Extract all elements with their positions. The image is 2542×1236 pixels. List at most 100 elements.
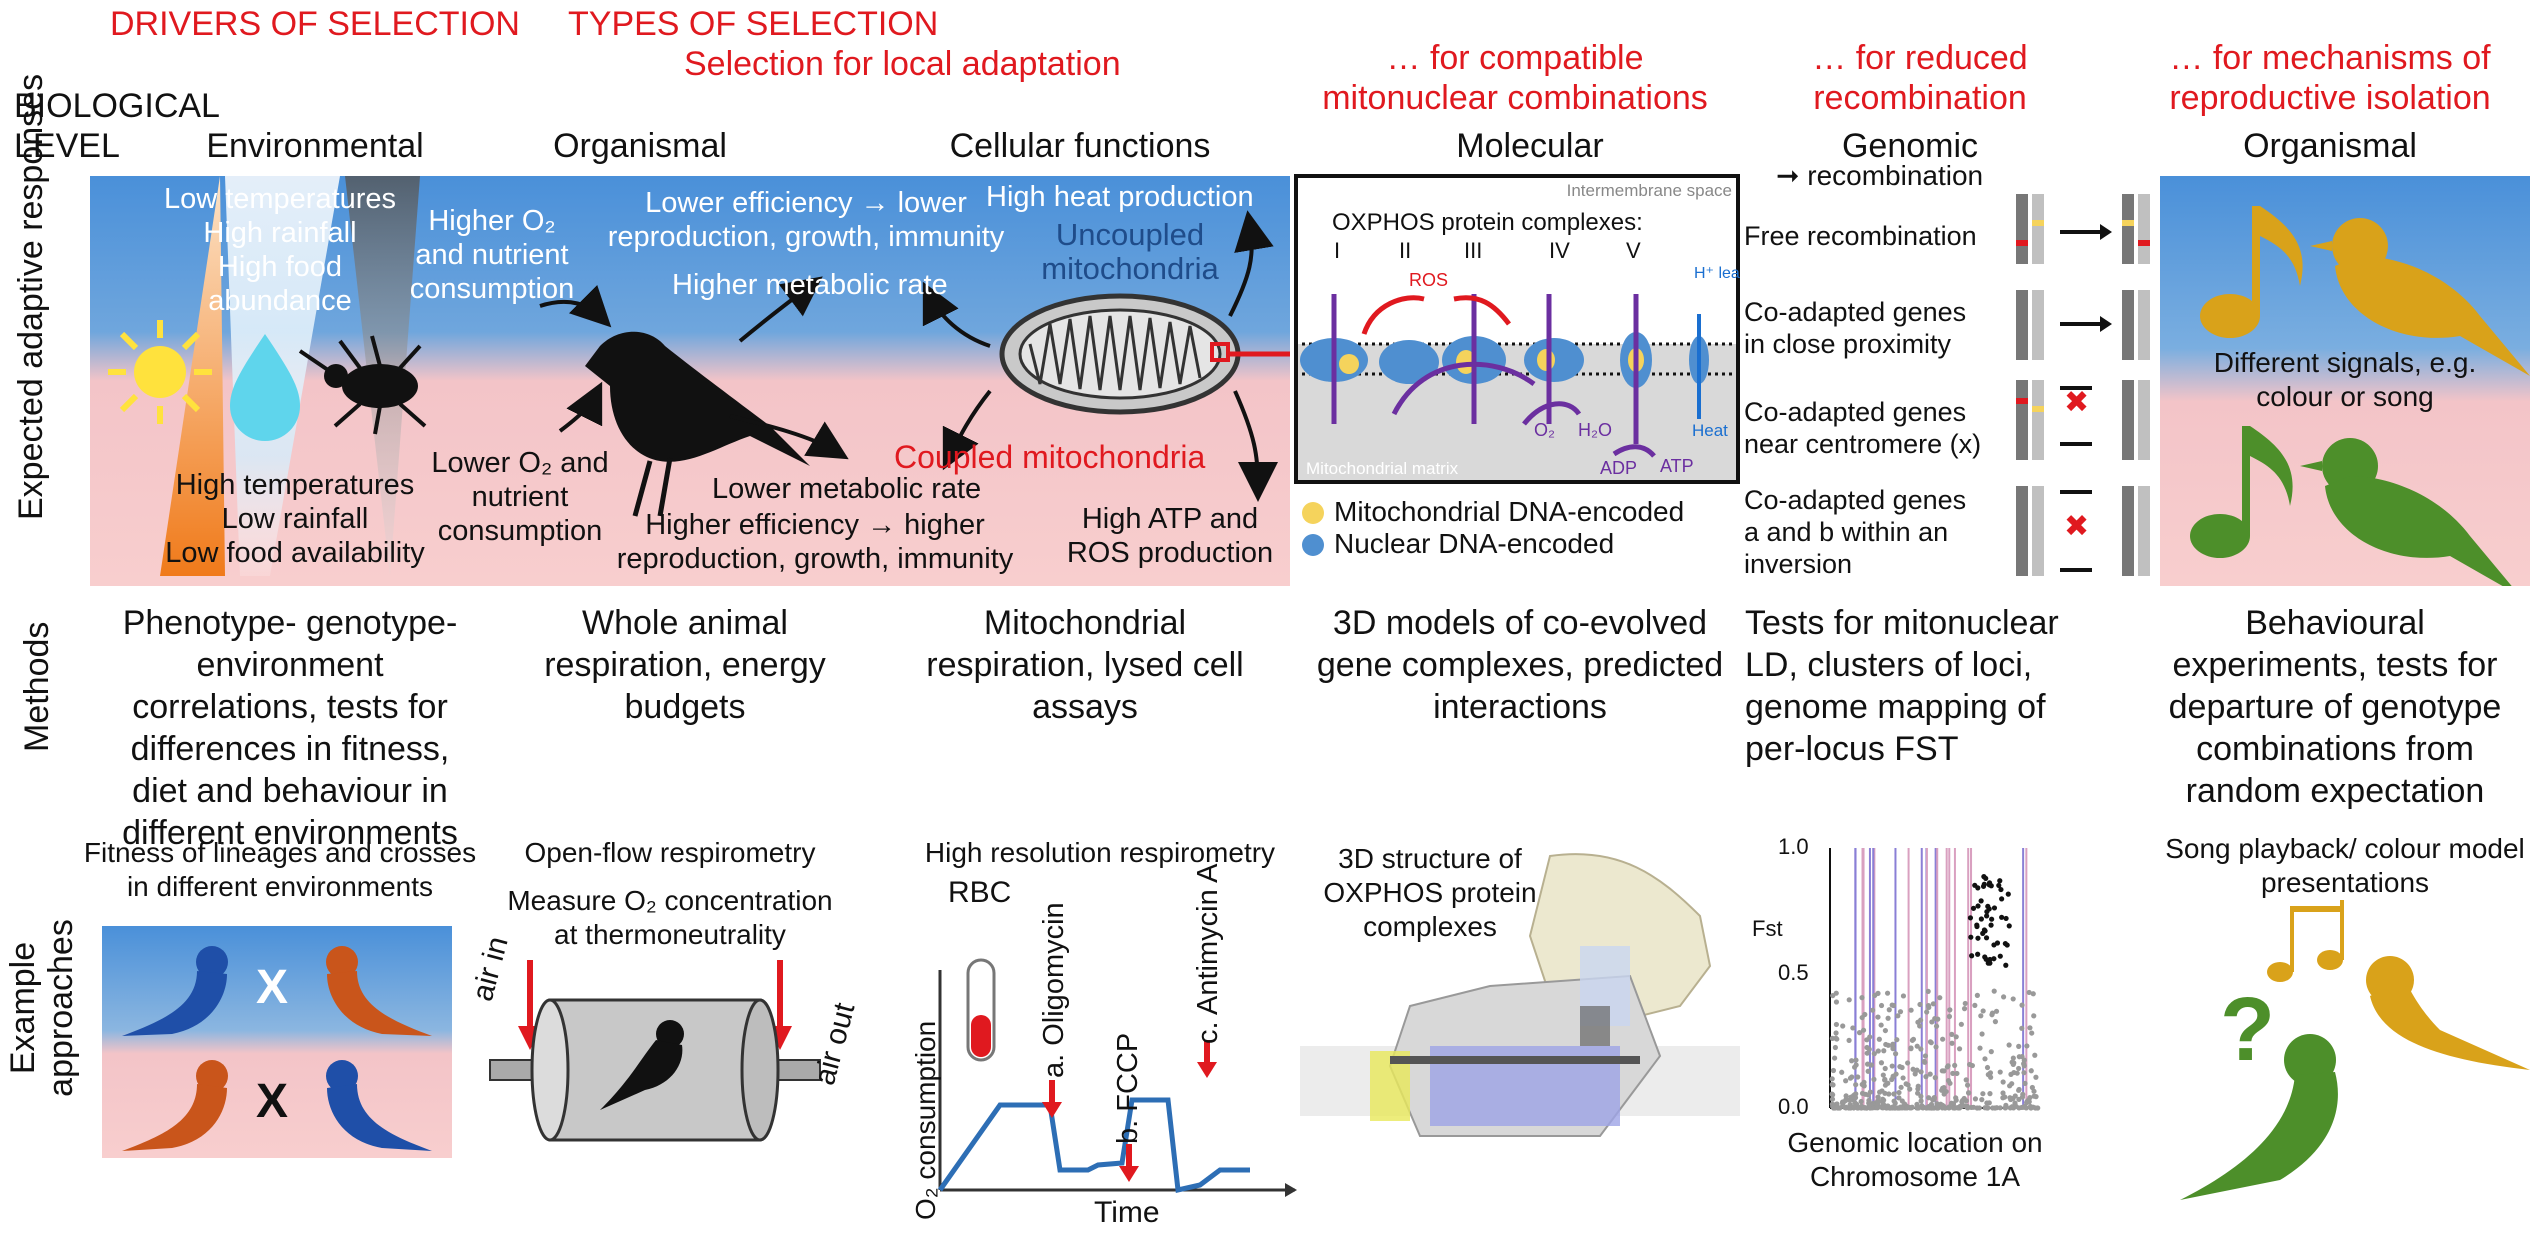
isolation-panel — [2160, 176, 2530, 586]
fst-plot — [1829, 848, 2041, 1111]
fst-point — [2022, 1103, 2028, 1109]
fst-point — [1918, 1098, 1924, 1104]
fst-point — [2005, 891, 2011, 897]
orange-bird-icon — [122, 1060, 228, 1151]
fst-point — [1861, 1105, 1868, 1111]
fst-point — [1885, 1015, 1891, 1021]
fst-point — [2010, 1055, 2016, 1061]
level-genomic: Genomic — [1841, 127, 1979, 165]
cell-higher-rate: Higher metabolic rate — [672, 269, 948, 301]
fst-point — [1900, 1075, 1906, 1081]
fst-point — [1878, 1002, 1885, 1009]
membrane — [1302, 342, 1734, 376]
fst-point — [1833, 999, 1840, 1005]
fst-point — [1889, 1002, 1895, 1008]
fst-point — [1829, 1076, 1835, 1082]
fst-point — [1856, 1030, 1863, 1036]
fst-point — [1847, 1075, 1854, 1081]
fst-point — [1989, 1012, 1995, 1018]
chromosome-inversion: ✖ — [2016, 486, 2150, 576]
fst-point — [1860, 1027, 1867, 1033]
fst-point — [1882, 1027, 1888, 1034]
fst-point — [1932, 1075, 1938, 1081]
cell-lower-rate: Lower metabolic rate — [712, 473, 982, 505]
fst-point — [1832, 1105, 1838, 1111]
fst-point — [1832, 1044, 1838, 1051]
fst-point — [1909, 1037, 1915, 1043]
fst-point — [1886, 1091, 1892, 1097]
fst-point — [1948, 1100, 1955, 1106]
fst-point — [1972, 882, 1978, 888]
bird-silhouette-icon — [585, 331, 810, 517]
fst-point — [1992, 1019, 1999, 1025]
oxphos-complexes — [1300, 332, 1709, 388]
green-song-note-icon — [2190, 426, 2293, 558]
fst-point — [2029, 1030, 2035, 1036]
fst-point — [1990, 1105, 1996, 1111]
oligomycin-label: a. Oligomycin — [1038, 902, 1070, 1078]
fst-point — [1987, 1070, 1994, 1076]
fst-tick-0: 0.0 — [1778, 1094, 1809, 1119]
fst-point — [1997, 1069, 2003, 1075]
fst-point — [1900, 993, 1907, 999]
fst-point — [1852, 1095, 1859, 1101]
fst-point — [1976, 1105, 1982, 1111]
nuc-legend-swatch — [1302, 534, 1324, 556]
fst-point — [1878, 1060, 1885, 1066]
fst-point — [1959, 1103, 1965, 1110]
fst-point — [1954, 1070, 1960, 1077]
fst-point — [2032, 1052, 2038, 1058]
fst-point — [1849, 1058, 1855, 1064]
o2-consumption-ylabel: O₂ consumption — [910, 1020, 941, 1220]
method-environmental: Phenotype- genotype- environment correla… — [122, 604, 458, 852]
fst-point — [1933, 1023, 1940, 1029]
fst-point — [1967, 1061, 1973, 1068]
molecular-legend: Mitochondrial DNA-encoded Nuclear DNA-en… — [1302, 496, 1684, 560]
fst-point — [2006, 1042, 2012, 1048]
fst-point — [1978, 916, 1984, 922]
fst-point — [1945, 1078, 1952, 1084]
h2o-label: H₂O — [1578, 420, 1612, 440]
fst-point — [1958, 1021, 1964, 1027]
fst-point — [1837, 1105, 1843, 1111]
fst-point — [1972, 1002, 1978, 1008]
fst-point — [1829, 1081, 1835, 1088]
fst-point — [1966, 1090, 1972, 1096]
fst-point — [1993, 1008, 2000, 1014]
complex-I: I — [1334, 238, 1340, 263]
chromosome-pair-free — [2016, 194, 2150, 264]
fst-point — [2000, 1090, 2006, 1096]
fst-point — [2031, 1093, 2037, 1099]
fst-tick-1: 1.0 — [1778, 834, 1809, 859]
o2-label: O₂ — [1534, 420, 1555, 440]
fst-point — [1877, 1089, 1883, 1095]
fst-point — [1866, 1097, 1872, 1104]
fst-point — [1853, 1082, 1859, 1088]
fst-point — [1833, 1035, 1839, 1041]
molecular-panel: Intermembrane space OXPHOS protein compl… — [1294, 174, 1740, 484]
fst-point — [1923, 1074, 1929, 1080]
fst-point — [1832, 1055, 1838, 1061]
cell-coupled: Coupled mitochondria — [894, 439, 1206, 475]
fst-point — [1875, 1048, 1881, 1054]
mitochondrion-icon — [999, 293, 1241, 415]
fst-point — [1897, 1009, 1904, 1015]
chromosome-centromere: ✖ — [2016, 380, 2150, 460]
fst-point — [1950, 1070, 1956, 1076]
fst-point — [1980, 930, 1986, 936]
respirometry-trace — [937, 958, 1297, 1197]
gen-row-inversion: Co-adapted genes a and b within an inver… — [1744, 485, 1967, 579]
fst-point — [2020, 1091, 2026, 1097]
recombination-header: … for reduced recombination — [1812, 39, 2028, 117]
fst-point — [1952, 1062, 1958, 1069]
fst-point — [2016, 1086, 2022, 1093]
env-bottom-text: High temperatures Low rainfall Low food … — [150, 468, 440, 570]
level-cellular: Cellular functions — [949, 127, 1211, 165]
fst-point — [1984, 1100, 1990, 1106]
fst-point — [1866, 1046, 1872, 1052]
fst-point — [1885, 1042, 1891, 1048]
fst-point — [2021, 1057, 2027, 1063]
cell-uncoupled: Uncoupled mitochondria — [1041, 217, 1219, 286]
raindrop-icon — [230, 334, 300, 441]
intermembrane-label: Intermembrane space — [1567, 181, 1732, 200]
